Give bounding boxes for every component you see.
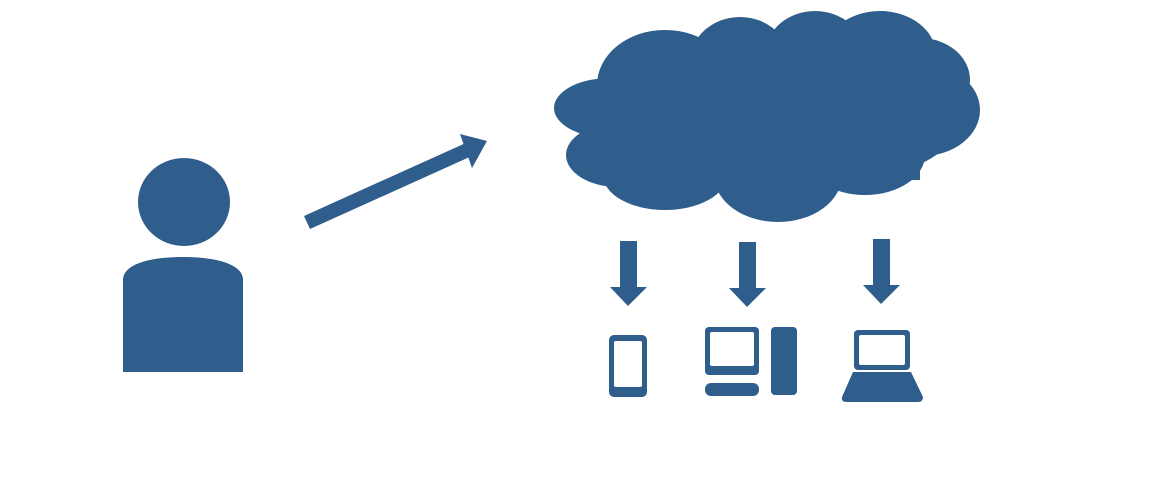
- laptop-base: [841, 372, 923, 402]
- laptop-icon: [841, 330, 923, 402]
- arrow-down-icon: [863, 239, 900, 304]
- person-body: [123, 257, 243, 372]
- arrow-head: [460, 134, 487, 168]
- keyboard: [705, 383, 759, 396]
- arrow-down-icon: [610, 241, 647, 306]
- tower: [771, 327, 797, 395]
- cloud-icon: [554, 11, 980, 222]
- person-icon: [123, 158, 243, 372]
- arrow-up-right-icon: [304, 134, 487, 229]
- person-head: [138, 158, 230, 246]
- arrow-down-icon: [729, 242, 766, 307]
- arrow-shaft: [304, 142, 474, 229]
- smartphone-icon: [609, 335, 647, 397]
- desktop-computer-icon: [705, 327, 797, 396]
